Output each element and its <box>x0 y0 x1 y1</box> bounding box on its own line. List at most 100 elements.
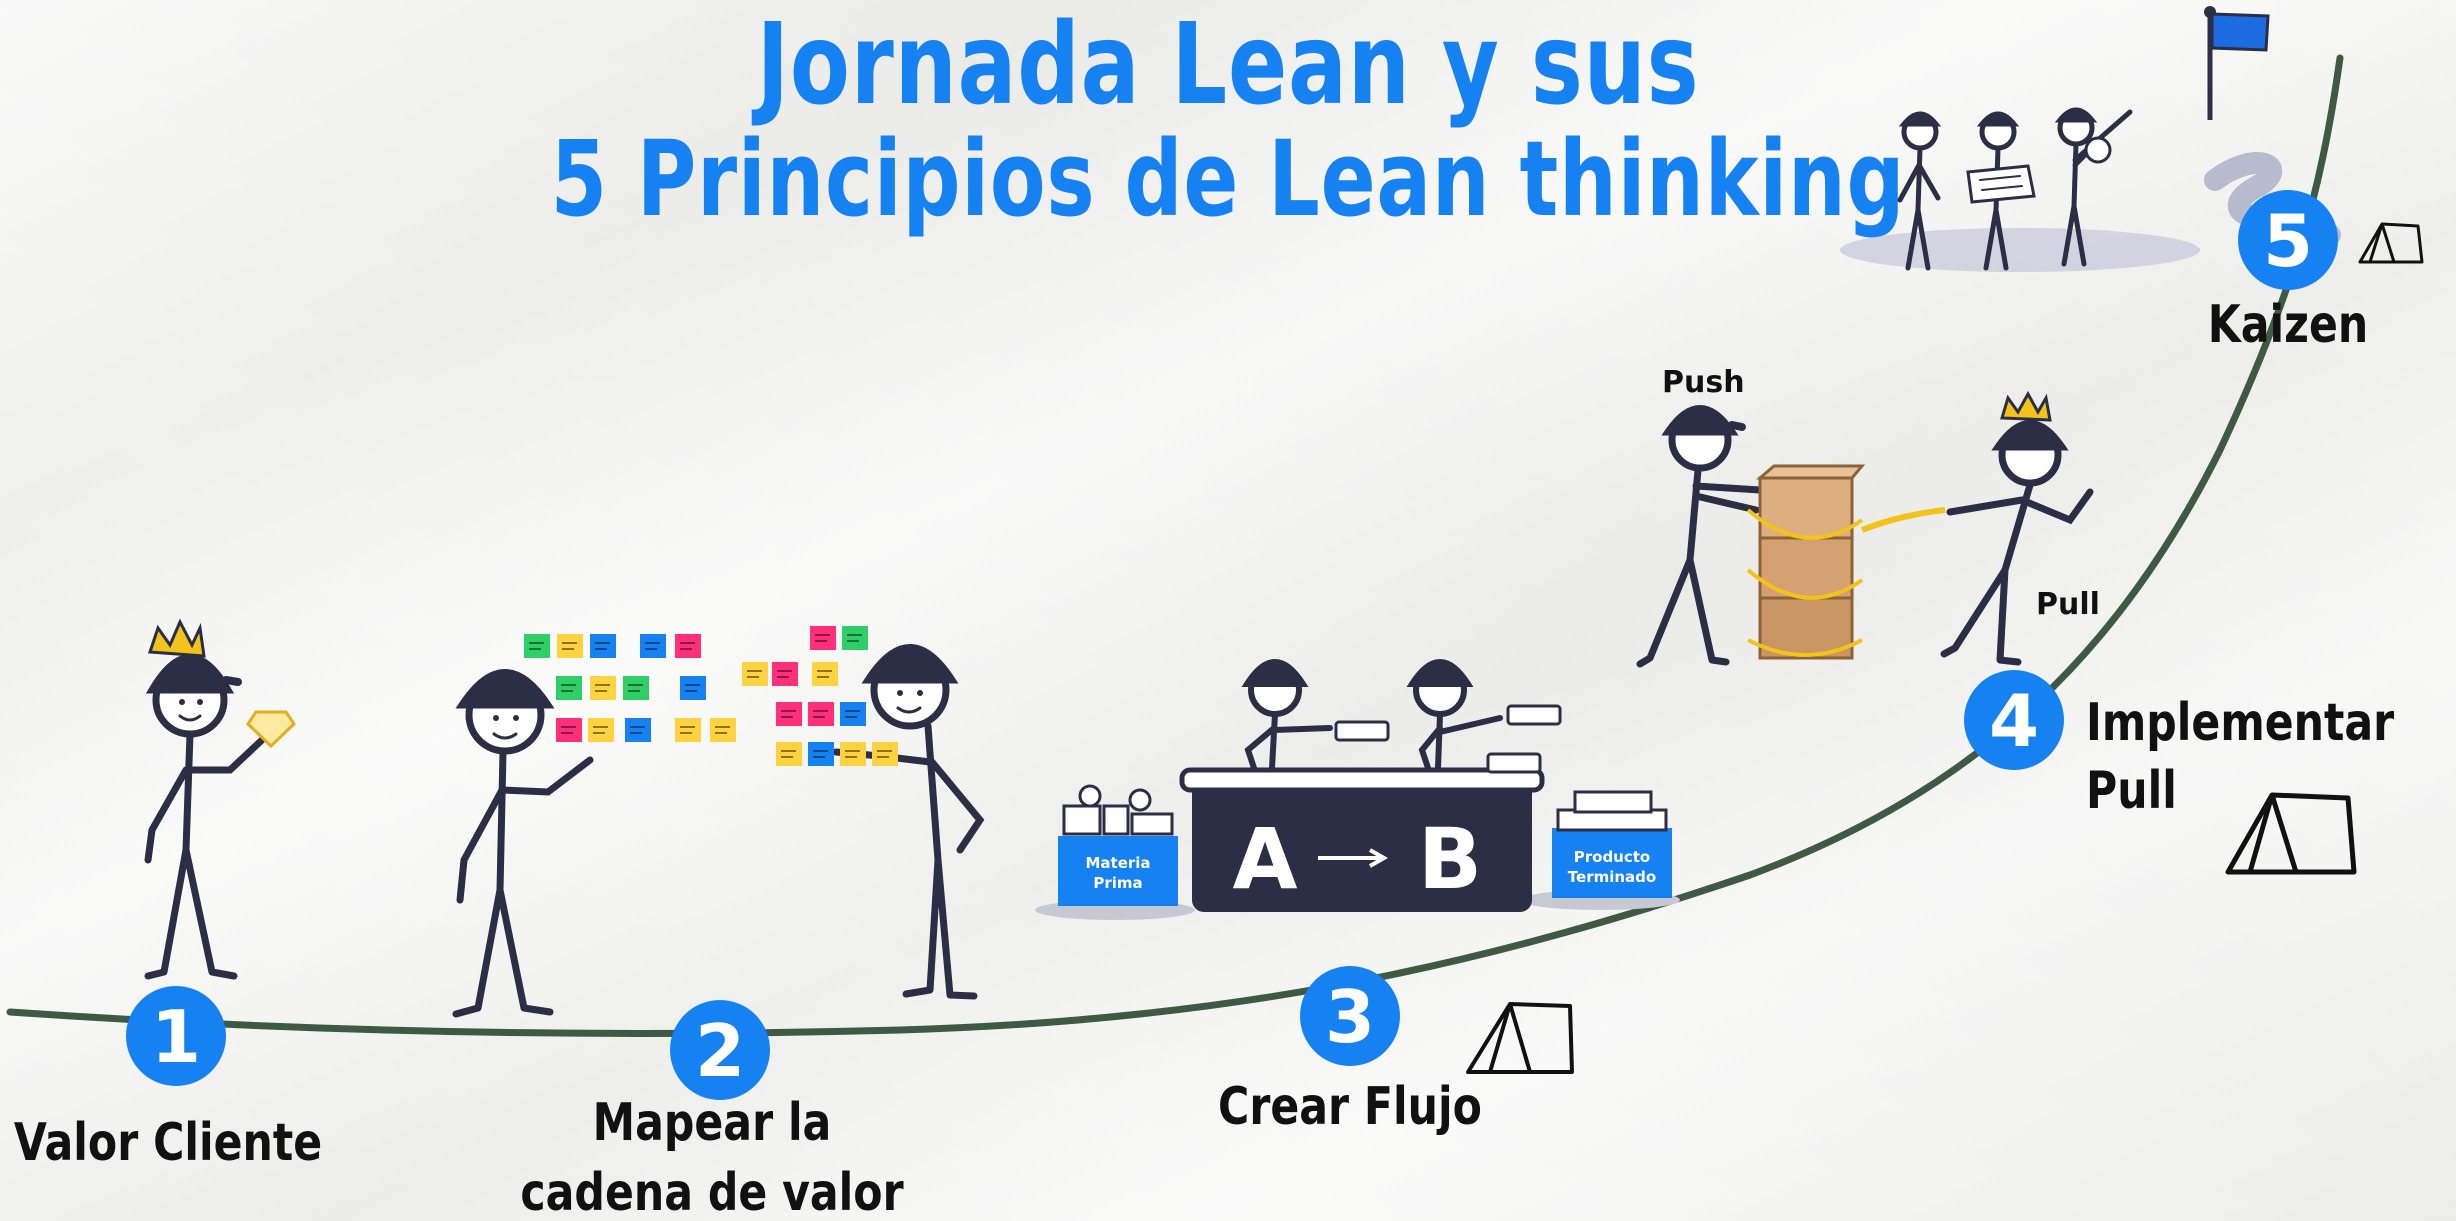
sticky-note-icon <box>524 634 550 658</box>
sticky-note-icon <box>742 662 768 686</box>
sticky-note-lines <box>685 684 700 692</box>
sticky-note-lines <box>845 750 860 758</box>
sticky-note-lines <box>561 726 576 734</box>
svg-text:4: 4 <box>1989 679 2039 763</box>
mapping-figure-right <box>832 644 985 1000</box>
station-label-a: A <box>1232 810 1297 908</box>
title-line-1: Jornada Lean y sus <box>756 0 1700 130</box>
sticky-note-lines <box>561 684 576 692</box>
sticky-note-lines <box>595 642 610 650</box>
sticky-note-lines <box>747 670 762 678</box>
sticky-note-icon <box>590 676 616 700</box>
diamond-icon <box>246 710 296 749</box>
sticky-note-lines <box>645 642 660 650</box>
sticky-note-icon <box>872 742 898 766</box>
sticky-note-lines <box>529 642 544 650</box>
finished-product-box: Producto Terminado <box>1552 790 1672 898</box>
customer-figure <box>144 618 296 980</box>
sticky-notes-board <box>524 626 898 766</box>
sticky-note-icon <box>808 702 834 726</box>
sticky-note-lines <box>595 684 610 692</box>
sticky-note-lines <box>630 726 645 734</box>
sticky-note-icon <box>776 702 802 726</box>
puller-figure <box>1940 390 2094 666</box>
sticky-note-icon <box>808 742 834 766</box>
step-marker-1: 1 <box>126 986 226 1086</box>
sticky-note-icon <box>675 634 701 658</box>
sticky-note-icon <box>557 634 583 658</box>
sticky-note-lines <box>781 750 796 758</box>
svg-text:5: 5 <box>2263 199 2313 283</box>
sticky-note-lines <box>628 684 643 692</box>
flow-station-scene: A B Materia Prima Producto Terminado <box>1035 659 1680 920</box>
sticky-note-lines <box>562 642 577 650</box>
step-marker-3: 3 <box>1300 966 1400 1066</box>
compass-icon <box>2084 136 2112 164</box>
step-marker-5: 5 <box>2238 190 2338 290</box>
step-marker-4: 4 <box>1964 670 2064 770</box>
sticky-note-icon <box>840 702 866 726</box>
sticky-note-lines <box>777 670 792 678</box>
station-label-b: B <box>1418 810 1482 908</box>
map-icon <box>1966 164 2036 204</box>
svg-text:3: 3 <box>1325 975 1375 1059</box>
sticky-note-icon <box>625 718 651 742</box>
explorers-group <box>1897 107 2133 271</box>
explorer-figure <box>1897 111 1942 271</box>
box-icon <box>1755 464 1866 480</box>
sticky-note-icon <box>840 742 866 766</box>
station-box <box>1192 772 1532 912</box>
step-4-label-line2: Pull <box>2086 761 2177 821</box>
flow-arrow <box>1318 848 1389 868</box>
sticky-note-lines <box>813 750 828 758</box>
producto-terminado-label-2: Terminado <box>1568 868 1656 886</box>
producto-terminado-label-1: Producto <box>1574 848 1650 866</box>
sticky-note-lines <box>680 726 695 734</box>
title-line-2: 5 Principios de Lean thinking <box>550 118 1906 240</box>
step-2-label-line2: cadena de valor <box>520 1163 904 1221</box>
explorer-with-compass <box>2054 107 2133 267</box>
sticky-note-lines <box>593 726 608 734</box>
cash-icon <box>1334 704 1562 774</box>
crown-icon <box>147 618 206 658</box>
sticky-note-lines <box>817 670 832 678</box>
worker-a <box>1241 659 1333 771</box>
mapping-figure-left <box>452 669 594 1018</box>
explorer-with-map <box>1966 111 2036 271</box>
sticky-note-lines <box>845 710 860 718</box>
step-5-label: Kaizen <box>2208 295 2369 355</box>
sticky-note-icon <box>590 634 616 658</box>
sticky-note-icon <box>810 626 836 650</box>
sticky-note-icon <box>588 718 614 742</box>
sticky-note-icon <box>776 742 802 766</box>
sticky-note-icon <box>680 676 706 700</box>
step-1-label: Valor Cliente <box>14 1113 322 1173</box>
materia-prima-label-1: Materia <box>1085 854 1150 872</box>
step-2-label-line1: Mapear la <box>593 1093 832 1153</box>
tent-icon <box>2225 792 2357 875</box>
step-3-label: Crear Flujo <box>1218 1077 1482 1137</box>
sticky-note-lines <box>680 642 695 650</box>
pusher-figure <box>1636 405 1764 668</box>
crown-icon <box>2000 390 2052 422</box>
step-marker-2: 2 <box>670 1000 770 1100</box>
flag-icon <box>2204 6 2270 52</box>
sticky-note-lines <box>781 710 796 718</box>
tent-icon <box>1466 1002 1574 1074</box>
sticky-note-icon <box>710 718 736 742</box>
sticky-note-icon <box>772 662 798 686</box>
sticky-note-lines <box>815 634 830 642</box>
push-pull-scene: Push Pull <box>1636 365 2100 668</box>
svg-text:2: 2 <box>695 1009 745 1093</box>
sticky-note-icon <box>812 662 838 686</box>
tent-icon <box>2358 222 2424 264</box>
box-stack <box>1746 464 1866 660</box>
sticky-note-lines <box>813 710 828 718</box>
worker-b <box>1406 659 1503 771</box>
svg-text:1: 1 <box>151 995 201 1079</box>
sticky-note-icon <box>675 718 701 742</box>
sticky-note-icon <box>556 718 582 742</box>
pull-label: Pull <box>2036 587 2100 622</box>
